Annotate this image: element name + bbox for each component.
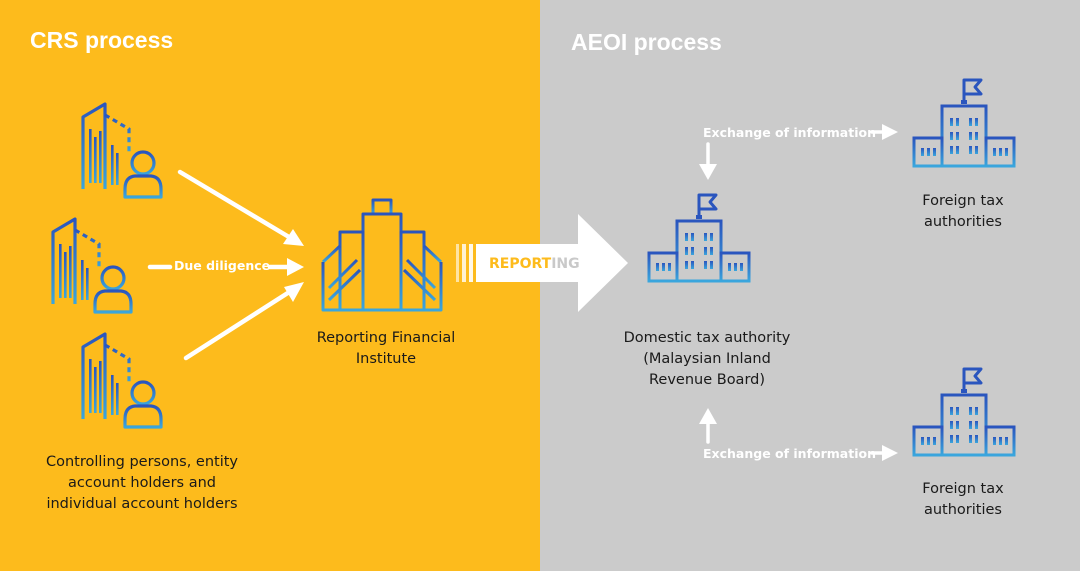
due-diligence-arrows — [147, 169, 304, 361]
crs-process-title: CRS process — [30, 27, 174, 53]
foreign-tax-authority-icon-bottom — [912, 367, 1016, 457]
crs-process-panel — [0, 0, 540, 571]
foreign-tax-authority-icon-top — [912, 78, 1016, 168]
svg-text:REPORTING: REPORTING — [489, 256, 580, 272]
due-diligence-label: Due diligence — [174, 258, 271, 273]
reporting-label-part1: REPORT — [489, 256, 552, 272]
domestic-authority-label: Domestic tax authority (Malaysian Inland… — [623, 330, 791, 388]
reporting-arrow: REPORTING — [456, 214, 628, 312]
exchange-info-label-bottom: Exchange of information — [703, 446, 876, 461]
aeoi-process-panel — [540, 0, 1080, 571]
reporting-label-part2: ING — [551, 256, 579, 272]
reporting-fi-label: Reporting Financial Institute — [316, 330, 456, 367]
exchange-arrows — [699, 124, 898, 461]
financial-institute-icon — [321, 190, 443, 312]
domestic-tax-authority-icon — [647, 193, 751, 283]
account-holder-icon-3 — [81, 332, 163, 429]
exchange-info-label-top: Exchange of information — [703, 125, 876, 140]
account-holder-icon-2 — [51, 217, 133, 314]
aeoi-process-title: AEOI process — [571, 29, 722, 55]
foreign-authorities-label-top: Foreign tax authorities — [922, 193, 1004, 230]
account-holder-icon-1 — [81, 102, 163, 199]
account-holders-label: Controlling persons, entity account hold… — [45, 454, 239, 512]
foreign-authorities-label-bottom: Foreign tax authorities — [922, 481, 1004, 518]
